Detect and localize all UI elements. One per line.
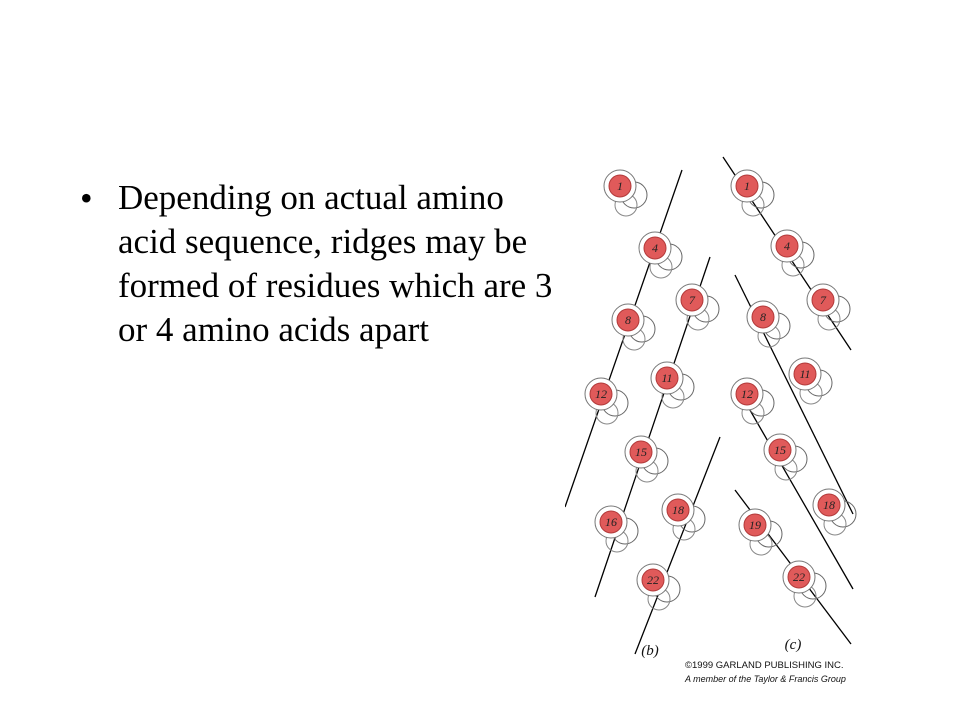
bullet-marker: • (80, 178, 93, 218)
bullet-text: Depending on actual amino acid sequence,… (118, 178, 553, 349)
residue-c-12: 12 (730, 377, 775, 425)
residue-number: 15 (774, 443, 786, 457)
residue-number: 15 (635, 445, 647, 459)
residue-number: 1 (617, 179, 623, 193)
residue-number: 12 (595, 387, 607, 401)
publisher-line: A member of the Taylor & Francis Group (684, 674, 846, 684)
residue-c-7: 7 (806, 283, 851, 331)
residue-b-18: 18 (661, 493, 706, 541)
ridge-line (634, 436, 721, 655)
residue-c-22: 22 (782, 560, 827, 608)
residue-number: 8 (625, 313, 631, 327)
residue-b-11: 11 (650, 361, 695, 409)
panel-b-label: (b) (641, 643, 659, 659)
residue-number: 1 (744, 179, 750, 193)
residue-b-22: 22 (636, 563, 681, 611)
residue-b-16: 16 (594, 505, 639, 553)
residue-c-19: 19 (738, 508, 783, 556)
helix-diagram: 1 4 7 8 11 12 15 16 18 22 1 4 7 8 11 12 15 18 19 22 (b) (c… (565, 156, 857, 684)
residue-number: 4 (652, 241, 658, 255)
residue-c-4: 4 (770, 229, 815, 277)
residue-number: 19 (749, 518, 761, 532)
residue-number: 11 (661, 371, 672, 385)
residue-number: 18 (823, 498, 835, 512)
helix-ridge-figure: 1 4 7 8 11 12 15 16 18 22 1 4 7 8 11 12 15 18 19 22 (b) (c… (565, 152, 865, 692)
residue-b-7: 7 (675, 283, 720, 331)
ridge-line (734, 383, 854, 590)
residue-number: 22 (647, 573, 659, 587)
residue-number: 12 (741, 387, 753, 401)
residue-b-1: 1 (603, 169, 648, 217)
residue-c-8: 8 (746, 300, 791, 348)
residue-c-18: 18 (812, 488, 857, 536)
residue-b-15: 15 (624, 435, 669, 483)
residue-number: 7 (820, 293, 827, 307)
residue-c-11: 11 (788, 357, 833, 405)
residue-number: 4 (784, 239, 790, 253)
residue-c-1: 1 (730, 169, 775, 217)
residue-number: 18 (672, 503, 684, 517)
copyright-line: ©1999 GARLAND PUBLISHING INC. (685, 660, 844, 671)
residue-b-4: 4 (638, 231, 683, 279)
residue-number: 16 (605, 515, 617, 529)
panel-c-label: (c) (785, 637, 802, 653)
residue-number: 22 (793, 570, 805, 584)
residue-b-12: 12 (584, 377, 629, 425)
residue-b-8: 8 (611, 303, 656, 351)
residue-number: 8 (760, 310, 766, 324)
residue-number: 11 (799, 367, 810, 381)
residue-c-15: 15 (763, 433, 808, 481)
residue-number: 7 (689, 293, 696, 307)
